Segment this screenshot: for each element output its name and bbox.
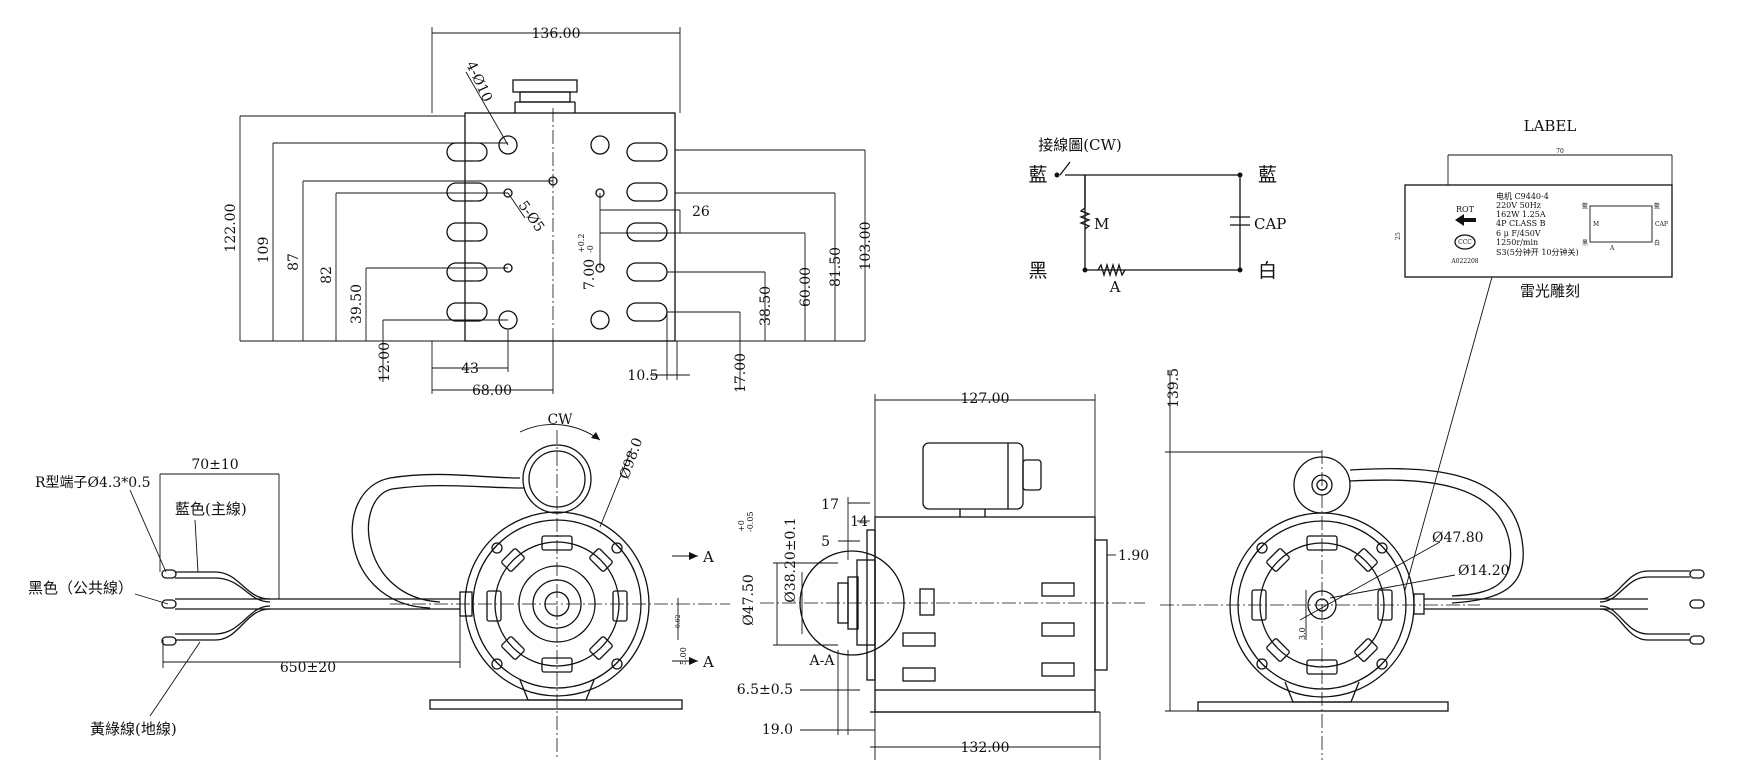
black-common-label: 黑色（公共線） — [28, 579, 133, 597]
dim-43: 43 — [461, 361, 479, 377]
label-caption: 雷光雕刻 — [1520, 282, 1580, 300]
svg-text:-0: -0 — [586, 245, 595, 253]
rear-view: 139.5 Ø47.80 Ø14.20 3.0 — [1160, 368, 1705, 760]
dim-19: 19.0 — [762, 722, 793, 738]
svg-text:CCC: CCC — [1458, 239, 1472, 246]
svg-text:4P CLASS B: 4P CLASS B — [1496, 219, 1546, 228]
svg-text:白: 白 — [1654, 239, 1660, 247]
blue-main-label: 藍色(主線) — [175, 500, 247, 518]
svg-text:电机 C9440-4: 电机 C9440-4 — [1496, 191, 1549, 201]
dim-7: 7.00 — [582, 259, 598, 290]
svg-text:+0.2: +0.2 — [577, 234, 586, 253]
dim-10-5: 10.5 — [627, 368, 658, 384]
dim-4-holes: 4-Ø10 — [462, 59, 495, 105]
svg-text:CAP: CAP — [1655, 221, 1668, 228]
dim-122: 122.00 — [223, 204, 239, 253]
svg-text:1250r/min: 1250r/min — [1496, 238, 1538, 247]
dim-127: 127.00 — [961, 391, 1010, 407]
label-code: A022208 — [1450, 258, 1478, 265]
dim-dia-47-80: Ø47.80 — [1432, 530, 1484, 546]
svg-text:-0.02: -0.02 — [675, 614, 682, 630]
dim-6-5: 6.5±0.5 — [737, 682, 793, 698]
dim-81-50: 81.50 — [828, 247, 844, 287]
svg-text:+0: +0 — [737, 520, 746, 532]
dim-12: 12.00 — [377, 342, 393, 382]
dim-dia-38-20: Ø38.20±0.1 — [783, 517, 799, 603]
svg-text:6 μ F/450V: 6 μ F/450V — [1496, 229, 1541, 238]
ccc-mark-icon — [1454, 234, 1476, 250]
wiring-diagram: 接線圖(CW) 藍 藍 黑 白 M A CAP — [1028, 136, 1286, 296]
section-a-top: A — [702, 548, 714, 566]
svg-text:220V 50Hz: 220V 50Hz — [1496, 201, 1541, 210]
dim-5: 5 — [821, 534, 830, 550]
dim-14: 14 — [850, 514, 868, 530]
dim-dia-14-20: Ø14.20 — [1458, 563, 1510, 579]
section-a-bottom: A — [702, 653, 714, 671]
dim-dia-47-50: Ø47.50 — [741, 574, 757, 626]
dim-60: 60.00 — [798, 267, 814, 307]
dim-136: 136.00 — [532, 26, 581, 42]
dim-38-50: 38.50 — [758, 286, 774, 326]
dim-87: 87 — [286, 253, 302, 271]
dim-103: 103.00 — [858, 222, 874, 271]
dim-109: 109 — [256, 237, 272, 264]
cw-label: CW — [547, 412, 573, 428]
section-aa-label: A-A — [809, 653, 836, 669]
yellow-ground-label: 黃綠線(地線) — [90, 720, 177, 738]
rot-text: ROT — [1456, 205, 1475, 214]
top-view: 136.00 122.00 109 87 82 39.50 12.00 43 6… — [223, 26, 874, 399]
front-view: CW Ø98.0 A A 5.00 -0.02 R型端子Ø4.3*0.5 70±… — [28, 412, 730, 760]
dim-dia-98: Ø98.0 — [617, 436, 647, 482]
svg-text:黑: 黑 — [1582, 240, 1588, 247]
dim-1-90: 1.90 — [1118, 548, 1149, 564]
svg-text:藍: 藍 — [1654, 202, 1660, 210]
rot-arrow-icon — [1455, 214, 1476, 226]
dim-5-holes: 5-Ø5 — [515, 198, 548, 235]
terminal-label: R型端子Ø4.3*0.5 — [35, 475, 151, 491]
svg-text:A: A — [1609, 245, 1615, 252]
svg-text:藍: 藍 — [1582, 202, 1588, 210]
wire-blue-left: 藍 — [1028, 164, 1047, 186]
dim-82: 82 — [319, 266, 335, 284]
dim-139-5: 139.5 — [1166, 368, 1182, 408]
dim-17: 17 — [821, 497, 839, 513]
svg-text:M: M — [1593, 221, 1599, 228]
dim-17: 17.00 — [733, 353, 749, 393]
dim-39-50: 39.50 — [349, 284, 365, 324]
dim-650: 650±20 — [280, 660, 336, 676]
cap-label: CAP — [1254, 215, 1286, 233]
dim-70: 70±10 — [191, 457, 238, 473]
dim-68: 68.00 — [472, 383, 512, 399]
wire-black: 黑 — [1028, 260, 1047, 282]
svg-text:S3(5分钟开 10分钟关): S3(5分钟开 10分钟关) — [1496, 247, 1579, 257]
wire-white: 白 — [1258, 260, 1277, 282]
coil-m-label: M — [1094, 215, 1109, 233]
dim-3: 3.0 — [1298, 627, 1307, 640]
wiring-title: 接線圖(CW) — [1038, 136, 1122, 154]
svg-text:70: 70 — [1556, 148, 1564, 155]
dim-26: 26 — [692, 204, 710, 220]
svg-text:-0.05: -0.05 — [746, 511, 755, 532]
dim-132: 132.00 — [961, 740, 1010, 756]
mounting-slots — [446, 142, 668, 322]
side-view: 127.00 Ø47.50 +0 -0.05 Ø38.20±0.1 17 14 … — [737, 391, 1149, 760]
label-heading: LABEL — [1524, 117, 1577, 135]
svg-text:25: 25 — [1395, 232, 1402, 240]
svg-text:162W 1.25A: 162W 1.25A — [1496, 210, 1546, 219]
wire-blue-right: 藍 — [1258, 164, 1277, 186]
label-box: LABEL 70 25 ROT CCC A022208 电机 C9440-4 2… — [1395, 117, 1673, 591]
dim-shaft-5: 5.00 — [679, 647, 688, 665]
coil-a-label: A — [1109, 278, 1121, 296]
